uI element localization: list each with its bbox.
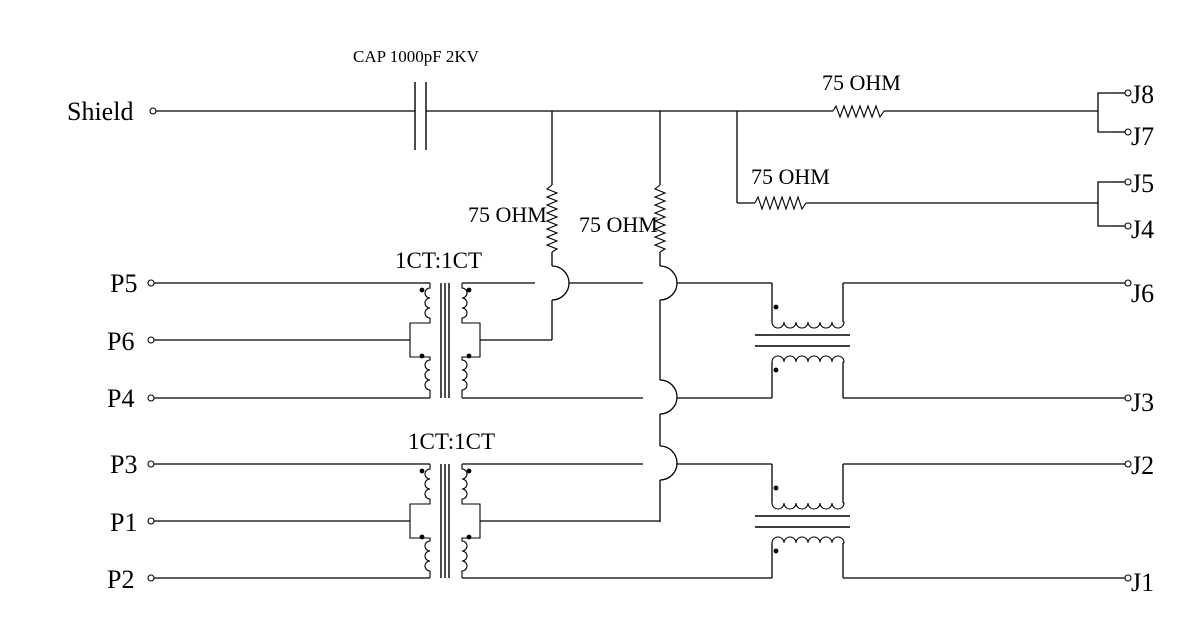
label-j8: J8 — [1131, 80, 1154, 109]
label-j5: J5 — [1131, 169, 1154, 198]
resistor-left-vertical — [545, 184, 559, 253]
terminal-j2 — [1124, 460, 1132, 468]
terminal-p4 — [147, 394, 155, 402]
resistor-center-label: 75 OHM — [579, 212, 658, 237]
terminal-j1 — [1124, 574, 1132, 582]
resistor-left-label: 75 OHM — [468, 202, 547, 227]
terminal-j8 — [1124, 89, 1132, 97]
terminal-j3 — [1124, 394, 1132, 402]
terminal-p5 — [147, 279, 155, 287]
label-p1: P1 — [110, 508, 137, 537]
label-p2: P2 — [107, 565, 134, 594]
resistor-top — [832, 104, 885, 119]
terminal-p3 — [147, 460, 155, 468]
capacitor-label: CAP 1000pF 2KV — [353, 47, 480, 66]
transformer-upper-ratio: 1CT:1CT — [395, 248, 482, 273]
terminal-shield — [149, 107, 157, 115]
terminal-p1 — [147, 517, 155, 525]
label-j6: J6 — [1131, 279, 1154, 308]
label-j3: J3 — [1131, 388, 1154, 417]
transformer-lower-ratio: 1CT:1CT — [408, 429, 495, 454]
resistor-mid-label: 75 OHM — [751, 164, 830, 189]
label-j2: J2 — [1131, 451, 1154, 480]
shield-net — [149, 82, 1132, 522]
label-shield: Shield — [67, 97, 133, 126]
label-p6: P6 — [107, 327, 134, 356]
terminal-j5 — [1124, 178, 1132, 186]
label-p4: P4 — [107, 384, 134, 413]
label-j4: J4 — [1131, 215, 1154, 244]
label-p5: P5 — [110, 269, 137, 298]
resistor-top-label: 75 OHM — [822, 70, 901, 95]
lower-channel — [147, 460, 1132, 582]
terminal-j6 — [1124, 279, 1132, 287]
resistor-mid — [754, 195, 807, 211]
resistor-center-vertical — [653, 184, 667, 253]
label-p3: P3 — [110, 450, 137, 479]
capacitor-1000pf — [414, 82, 427, 150]
terminal-p6 — [147, 336, 155, 344]
label-j7: J7 — [1131, 122, 1154, 151]
terminal-j7 — [1124, 128, 1132, 136]
label-j1: J1 — [1131, 568, 1154, 597]
terminal-p2 — [147, 574, 155, 582]
upper-channel — [147, 279, 1132, 402]
terminal-j4 — [1124, 222, 1132, 230]
